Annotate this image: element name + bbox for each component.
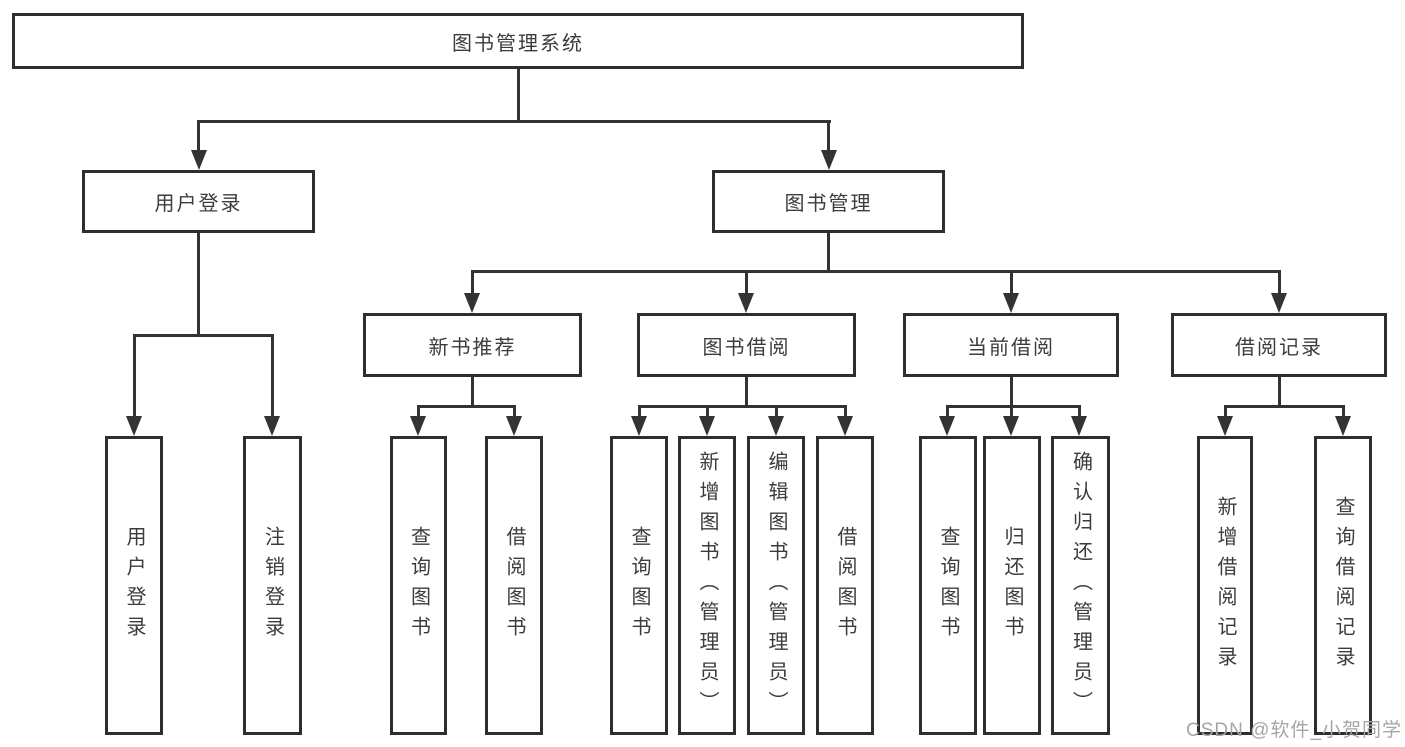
- arrow-down-icon: [1003, 293, 1019, 313]
- arrow-down-icon: [1003, 416, 1019, 436]
- arrow-down-icon: [464, 293, 480, 313]
- leaf-add-borrow-record: 新增借阅记录: [1197, 436, 1253, 735]
- arrow-down-icon: [1071, 416, 1087, 436]
- connector-drop-leaf: [1010, 405, 1013, 420]
- node-current-borrowing: 当前借阅: [903, 313, 1119, 377]
- connector-drop-leaf: [946, 405, 949, 420]
- leaf-query-borrow-record: 查询借阅记录: [1314, 436, 1372, 735]
- connector-drop-leaf: [706, 405, 709, 420]
- arrow-down-icon: [699, 416, 715, 436]
- leaf-borrow-books-recommend: 借阅图书: [485, 436, 543, 735]
- arrow-down-icon: [1335, 416, 1351, 436]
- connector-book-borrowing-bar: [638, 405, 846, 408]
- leaf-borrow-books: 借阅图书: [816, 436, 874, 735]
- arrow-down-icon: [1217, 416, 1233, 436]
- node-book-borrowing: 图书借阅: [637, 313, 856, 377]
- arrow-down-icon: [768, 416, 784, 436]
- arrow-down-icon: [631, 416, 647, 436]
- arrow-down-icon: [837, 416, 853, 436]
- arrow-down-icon: [506, 416, 522, 436]
- connector-book-management-stem: [827, 233, 830, 273]
- leaf-add-books-admin: 新增图书（管理员）: [678, 436, 736, 735]
- leaf-confirm-return-admin: 确认归还（管理员）: [1051, 436, 1110, 735]
- connector-drop-leaf: [417, 405, 420, 420]
- connector-borrowing-records-stem: [1278, 377, 1281, 408]
- arrow-down-icon: [821, 150, 837, 170]
- connector-drop-borrowing-records: [1278, 270, 1281, 298]
- connector-drop-leaf: [1224, 405, 1227, 420]
- connector-drop-current-borrowing: [1010, 270, 1013, 298]
- arrow-down-icon: [738, 293, 754, 313]
- arrow-down-icon: [126, 416, 142, 436]
- connector-drop-book-management: [827, 120, 830, 154]
- node-user-login: 用户登录: [82, 170, 315, 233]
- node-new-book-recommendation: 新书推荐: [363, 313, 582, 377]
- connector-new-book-stem: [471, 377, 474, 408]
- connector-new-book-bar: [417, 405, 516, 408]
- node-borrowing-records: 借阅记录: [1171, 313, 1387, 377]
- arrow-down-icon: [939, 416, 955, 436]
- leaf-user-login: 用户登录: [105, 436, 163, 735]
- leaf-edit-books-admin: 编辑图书（管理员）: [747, 436, 805, 735]
- connector-drop-leaf: [775, 405, 778, 420]
- arrow-down-icon: [1271, 293, 1287, 313]
- connector-current-borrowing-bar: [946, 405, 1081, 408]
- leaf-logout: 注销登录: [243, 436, 302, 735]
- connector-drop-leaf: [844, 405, 847, 420]
- connector-user-login-stem: [197, 233, 200, 337]
- node-root: 图书管理系统: [12, 13, 1024, 69]
- connector-drop-leaf: [513, 405, 516, 420]
- connector-book-borrowing-stem: [745, 377, 748, 408]
- leaf-query-books-borrowing: 查询图书: [610, 436, 668, 735]
- connector-drop-leaf: [638, 405, 641, 420]
- connector-root-bar: [197, 120, 831, 123]
- connector-drop-book-borrowing: [745, 270, 748, 298]
- connector-drop-new-book: [471, 270, 474, 298]
- connector-root-stem: [517, 69, 520, 123]
- connector-drop-leaf: [271, 334, 274, 420]
- csdn-watermark: CSDN @软件_小贺同学: [1186, 720, 1402, 741]
- leaf-return-books: 归还图书: [983, 436, 1041, 735]
- arrow-down-icon: [264, 416, 280, 436]
- connector-book-management-bar: [471, 270, 1281, 273]
- connector-drop-leaf: [133, 334, 136, 420]
- connector-user-login-bar: [133, 334, 274, 337]
- connector-current-borrowing-stem: [1010, 377, 1013, 408]
- arrow-down-icon: [410, 416, 426, 436]
- node-book-management: 图书管理: [712, 170, 945, 233]
- connector-drop-leaf: [1078, 405, 1081, 420]
- arrow-down-icon: [191, 150, 207, 170]
- connector-drop-leaf: [1342, 405, 1345, 420]
- leaf-query-books-recommend: 查询图书: [390, 436, 447, 735]
- connector-drop-user-login: [197, 120, 200, 154]
- connector-borrowing-records-bar: [1224, 405, 1344, 408]
- leaf-query-books-current: 查询图书: [919, 436, 977, 735]
